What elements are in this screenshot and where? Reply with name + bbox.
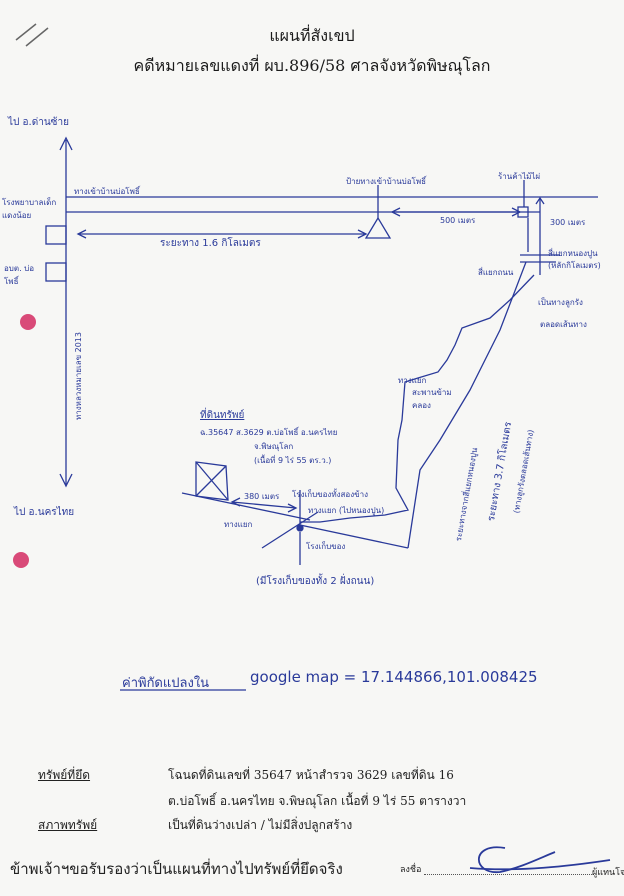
asset-label: ทรัพย์ที่ยึด — [38, 768, 91, 782]
sign-top-label: ป้ายทางเข้าบ้านบ่อโพธิ์ — [346, 177, 426, 186]
obt-square — [45, 262, 67, 282]
asset-line-2: ต.บ่อโพธิ์ อ.นครไทย จ.พิษณุโลก เนื้อที่ … — [168, 794, 467, 808]
arrow-down — [59, 473, 73, 488]
status-label: สภาพทรัพย์ — [38, 818, 98, 832]
dist-300-label: 300 เมตร — [550, 218, 586, 227]
page-subtitle: คดีหมายเลขแดงที่ ผบ.896/58 ศาลจังหวัดพิษ… — [133, 56, 491, 75]
punch-hole-bottom — [13, 552, 29, 568]
corner-top-right-label: ร้านค้าไม้ไผ่ — [498, 172, 541, 181]
page-title: แผนที่สังเขป — [269, 26, 355, 45]
junction-right-note: (หลักกิโลเมตร) — [548, 261, 601, 270]
to-top-label: ไป อ.ด่านซ้าย — [8, 117, 69, 128]
dist-500-label: 500 เมตร — [440, 216, 476, 225]
left-turn-label: สี่แยกถนน — [478, 268, 514, 277]
road-unpaved-label-2: ตลอดเส้นทาง — [540, 320, 587, 329]
warehouse-small-label: โรงเก็บของ — [306, 542, 346, 551]
fork-label: ทางแยก — [398, 376, 427, 385]
status-text: เป็นที่ดินว่างเปล่า / ไม่มีสิ่งปลูกสร้าง — [168, 818, 353, 832]
property-detail-1: ฉ.35647 ส.3629 ต.บ่อโพธิ์ อ.นครไทย — [200, 428, 338, 437]
certify-text: ข้าพเจ้าฯขอรับรองว่าเป็นแผนที่ทางไปทรัพย… — [10, 860, 343, 878]
vertical-road-label: ทางหลวงหมายเลข 2013 — [74, 332, 83, 420]
property-detail-2: จ.พิษณุโลก — [254, 442, 294, 451]
school-square — [45, 225, 67, 245]
road-left-label: ทางเข้าบ้านบ่อโพธิ์ — [74, 187, 140, 196]
note-bottom-label: (มีโรงเก็บของทั้ง 2 ฝั่งถนน) — [256, 576, 375, 587]
bridge-label: สะพานข้ามคลอง — [412, 388, 452, 410]
to-bottom-label: ไป อ.นครไทย — [14, 507, 75, 518]
dist-380-label: 380 เมตร — [244, 492, 280, 501]
sign-triangle — [364, 216, 392, 239]
warehouse-label: โรงเก็บของทั้งสองข้าง — [292, 490, 368, 499]
sign-role: ผู้แทนโจ — [592, 868, 624, 878]
coords-label: ค่าพิกัดแปลงใน — [122, 676, 210, 691]
left-fork-small-label: ทางแยก — [224, 520, 253, 529]
asset-line-1: โฉนดที่ดินเลขที่ 35647 หน้าสำรวจ 3629 เล… — [168, 768, 454, 782]
arrow-up — [59, 136, 73, 151]
distance-main-label: ระยะทาง 1.6 กิโลเมตร — [160, 238, 261, 249]
junction-right-label: สี่แยกหนองปูน — [548, 249, 598, 258]
corner-mark — [15, 23, 49, 47]
property-title: ที่ดินทรัพย์ — [200, 410, 245, 421]
road-unpaved-label: เป็นทางลูกรัง — [538, 298, 583, 307]
sign-dotted-line — [424, 862, 594, 875]
fork-small-label: ทางแยก (ไปหนองปูน) — [308, 506, 385, 515]
property-detail-3: (เนื้อที่ 9 ไร่ 55 ตร.ว.) — [254, 456, 332, 465]
school-label: โรงพยาบาลเด็ก แดงน้อย — [2, 198, 57, 220]
signature-mark — [469, 846, 611, 873]
coords-text: google map = 17.144866,101.008425 — [250, 668, 538, 686]
punch-hole-top — [20, 314, 36, 330]
sign-label: ลงชื่อ — [400, 865, 422, 875]
obt-label: อบต. บ่อโพธิ์ — [4, 264, 35, 286]
